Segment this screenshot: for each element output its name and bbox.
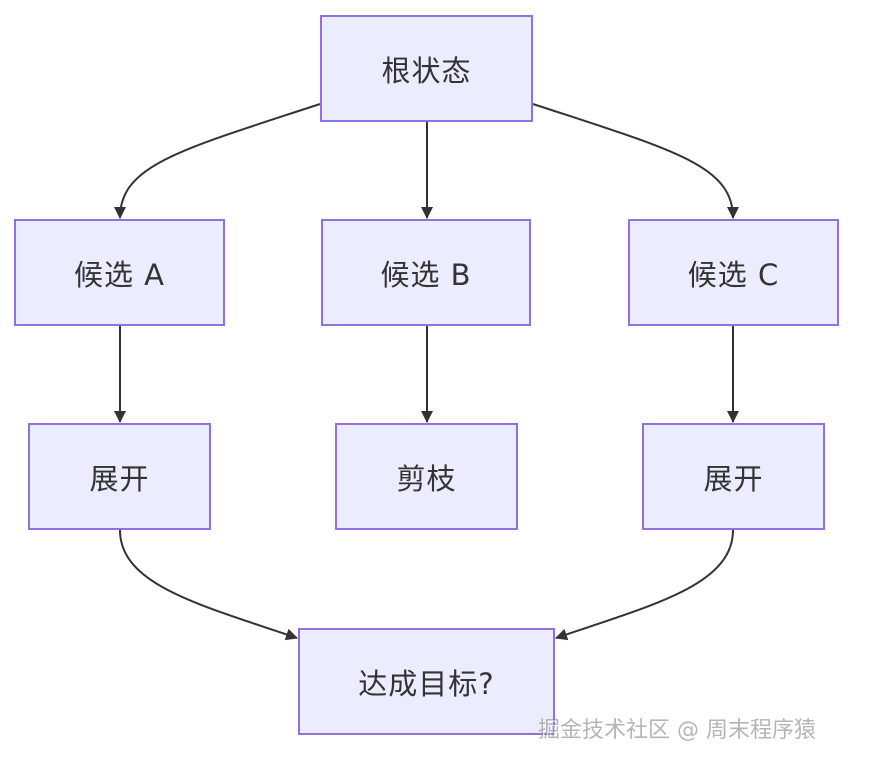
node-expand-a-label: 展开 bbox=[89, 461, 150, 496]
node-expand-c-label: 展开 bbox=[703, 461, 764, 496]
node-candidate-c: 候选 C bbox=[628, 219, 839, 326]
node-expand-c: 展开 bbox=[642, 423, 825, 530]
node-candidate-a-label: 候选 A bbox=[73, 257, 166, 292]
node-candidate-c-label: 候选 C bbox=[687, 257, 780, 292]
watermark: 掘金技术社区 @ 周末程序猿 bbox=[538, 718, 816, 743]
edge-root-to-candidate-c bbox=[532, 103, 739, 219]
node-root-state: 根状态 bbox=[320, 15, 533, 122]
node-candidate-a: 候选 A bbox=[14, 219, 225, 326]
node-expand-a: 展开 bbox=[28, 423, 211, 530]
node-candidate-b-label: 候选 B bbox=[380, 257, 472, 292]
edge-expand-c-to-goal bbox=[555, 529, 734, 641]
node-root-state-label: 根状态 bbox=[381, 53, 472, 88]
edge-root-to-candidate-a bbox=[114, 103, 321, 219]
node-prune-b-label: 剪枝 bbox=[396, 461, 457, 496]
node-prune-b: 剪枝 bbox=[335, 423, 518, 530]
node-goal-reached-label: 达成目标? bbox=[358, 666, 495, 701]
node-candidate-b: 候选 B bbox=[321, 219, 531, 326]
edge-expand-a-to-goal bbox=[119, 529, 298, 641]
node-goal-reached: 达成目标? bbox=[298, 628, 555, 735]
